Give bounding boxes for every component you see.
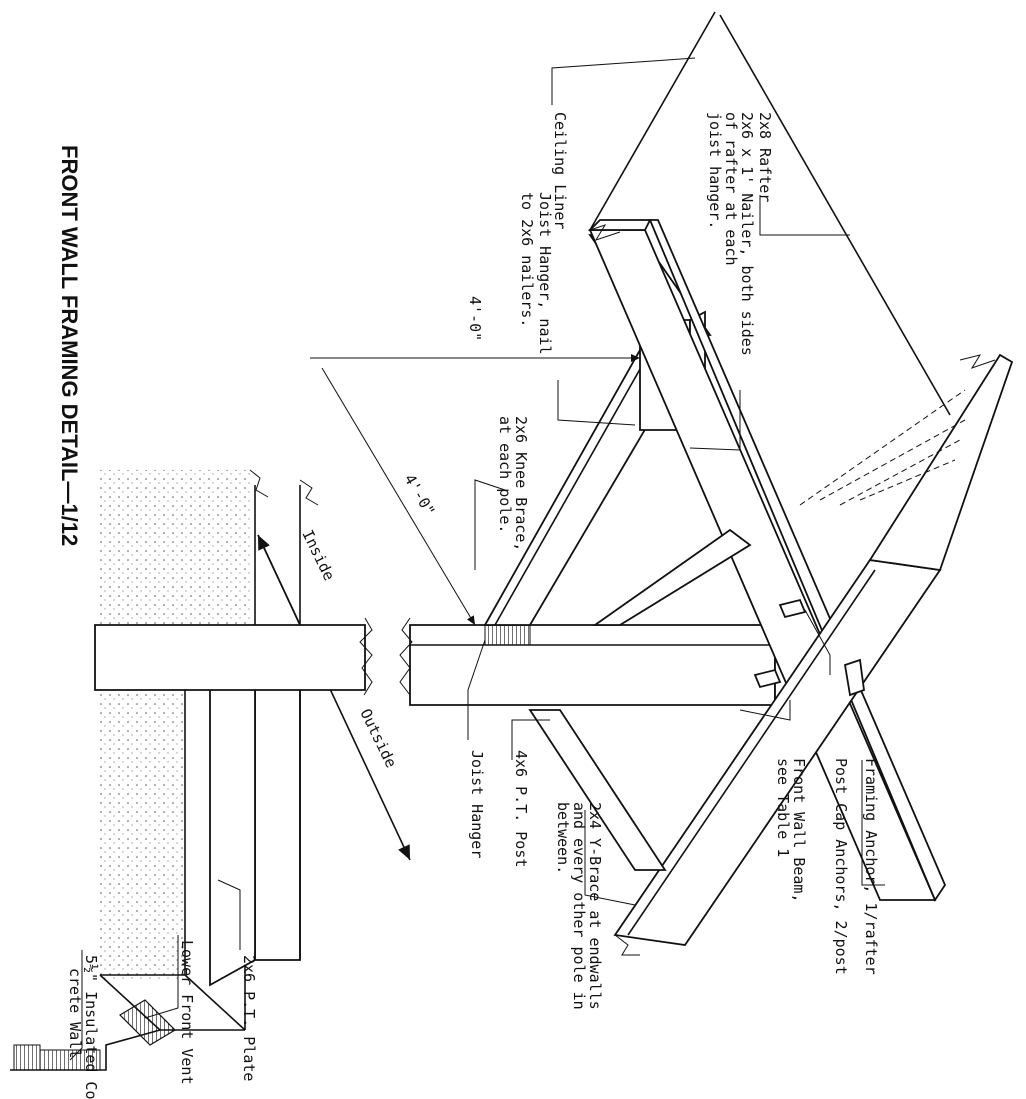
joist-hanger-nail-label-1: Joist Hanger, nail: [536, 192, 554, 355]
framing-anchor: [843, 658, 865, 697]
dimension-diagonal: [321, 367, 476, 626]
lower-vent-label: Lower Front Vent: [178, 940, 196, 1085]
dashed-lines: [799, 389, 966, 506]
plate-label: 2x6 P.T. Plate: [240, 955, 258, 1081]
nailer-label-2: of rafter at each: [722, 112, 740, 266]
joist-hanger-nail-label-2: to 2x6 nailers.: [518, 192, 536, 327]
rafter-label: 2x8 Rafter: [756, 112, 774, 202]
framing-anchor-label: Framing Anchor, 1/rafter: [862, 758, 880, 975]
wall-label-2: crete Wall: [66, 968, 84, 1058]
diagonal-dimension-label: 4'-0": [401, 471, 439, 519]
rafter: [587, 219, 947, 902]
pt-post: [94, 613, 791, 707]
nailer-label-1: 2x6 x 1' Nailer, both sides: [738, 112, 756, 356]
inside-label: Inside: [298, 527, 338, 584]
lower-front-vent: [119, 999, 176, 1046]
post-cap-anchors-label: Post Cap Anchors, 2/post: [832, 758, 850, 975]
ceiling-liner: [589, 11, 996, 416]
y-brace-label-1: 2x4 Y-Brace at endwalls: [586, 802, 604, 1010]
inside-outside-arrow: [257, 534, 411, 861]
front-wall-beam: [613, 353, 1014, 956]
post-label: 4x6 P.T. Post: [512, 750, 530, 867]
front-wall-beam-label-2: see Table 1: [774, 758, 792, 857]
ceiling-liner-label: Ceiling Liner: [551, 112, 569, 229]
front-wall-beam-label-1: Front Wall Beam,: [790, 758, 808, 903]
drawing-title: FRONT WALL FRAMING DETAIL—1/12: [57, 145, 82, 546]
upper-dimension-label: 4'-0": [466, 296, 484, 341]
joist-hanger-label: Joist Hanger: [468, 750, 486, 858]
leader-lines: [69, 57, 885, 1061]
joist-hanger-block: [484, 624, 531, 646]
nailer-label-3: joist hanger.: [706, 112, 724, 229]
knee-brace-label-2: at each pole.: [496, 416, 514, 533]
y-brace-label-3: between.: [554, 802, 572, 874]
wall-label-1: 5½" Insulated Con-: [82, 955, 100, 1099]
knee-brace-label-1: 2x6 Knee Brace,: [512, 416, 530, 551]
y-brace-label-2: and every other pole in: [570, 802, 588, 1010]
post-cap-anchors: [753, 598, 807, 689]
pt-plate: [209, 479, 319, 987]
y-brace: [528, 528, 752, 871]
